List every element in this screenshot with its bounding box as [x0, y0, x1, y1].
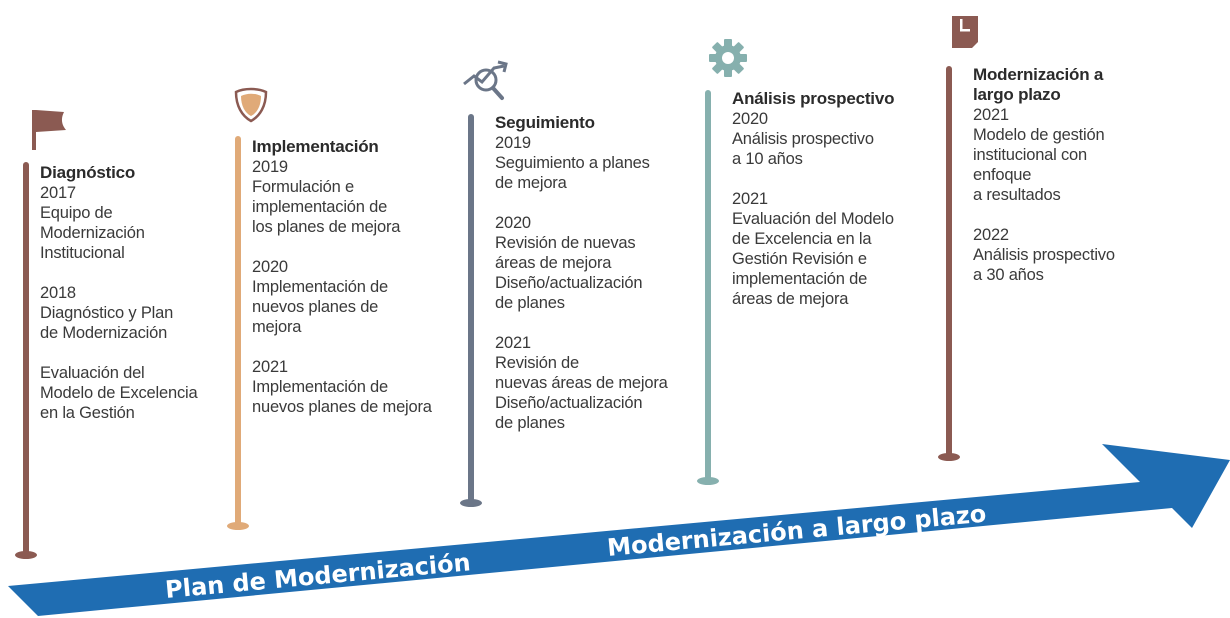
stage-title-line: Seguimiento: [495, 113, 595, 132]
stage-title-line: Análisis prospectivo: [732, 89, 895, 108]
entry-text-line: Evaluación del: [40, 364, 145, 382]
entry-text-line: Gestión Revisión e: [732, 250, 867, 268]
pole-base-modernizacion: [938, 453, 960, 461]
stage-title-line: Implementación: [252, 137, 379, 156]
entry-year: 2021: [732, 190, 768, 208]
magnifier-chart-icon: [463, 60, 508, 100]
entry-text-line: nuevos planes de: [252, 298, 379, 316]
entry-text-line: Revisión de nuevas: [495, 234, 636, 252]
pole-base-diagnostico: [15, 551, 37, 559]
entry-text-line: a resultados: [973, 186, 1061, 204]
entry-text-line: áreas de mejora: [495, 254, 612, 272]
entry-text-line: Revisión de: [495, 354, 580, 372]
entry-text-line: Seguimiento a planes: [495, 154, 650, 172]
entry-text-line: Implementación de: [252, 278, 389, 296]
entry-text-line: Implementación de: [252, 378, 389, 396]
entry-text-line: de planes: [495, 294, 565, 312]
entry-year: 2020: [495, 214, 531, 232]
stage-title: Implementación: [252, 137, 432, 157]
entry-text-line: de mejora: [495, 174, 567, 192]
document-icon: [952, 16, 978, 48]
entry-text-line: Análisis prospectivo: [732, 130, 874, 148]
pole-base-analisis: [697, 477, 719, 485]
entry-text-line: implementación de: [732, 270, 868, 288]
entry-text-line: Análisis prospectivo: [973, 246, 1115, 264]
entry-text-line: Institucional: [40, 244, 125, 262]
entry-text-line: enfoque: [973, 166, 1032, 184]
entry-text-line: mejora: [252, 318, 302, 336]
entry-text-line: áreas de mejora: [732, 290, 849, 308]
entry-year: 2017: [40, 184, 76, 202]
pole-implementacion: [235, 136, 241, 528]
entry-text-line: Modelo de Excelencia: [40, 384, 198, 402]
shield-icon: [234, 87, 268, 123]
stage-title-line: Modernización a: [973, 65, 1104, 84]
entry-year: 2019: [495, 134, 531, 152]
entry-year: 2022: [973, 226, 1009, 244]
stage-title: Seguimiento: [495, 113, 668, 133]
flag-icon: [32, 110, 66, 150]
entry-year: 2019: [252, 158, 288, 176]
entry-text-line: Diseño/actualización: [495, 274, 643, 292]
arrow-body: [8, 444, 1230, 616]
stage-title: Diagnóstico: [40, 163, 197, 183]
entry-text-line: Diseño/actualización: [495, 394, 643, 412]
entry-text-line: a 30 años: [973, 266, 1044, 284]
gear-icon: [709, 39, 747, 77]
entry-text-line: de planes: [495, 414, 565, 432]
entry-year: 2021: [252, 358, 288, 376]
entry-year: 2020: [252, 258, 288, 276]
entry-text-line: nuevos planes de mejora: [252, 398, 432, 416]
entry-text-line: Formulación e: [252, 178, 354, 196]
entry-text-line: Diagnóstico y Plan: [40, 304, 174, 322]
entry-year: 2018: [40, 284, 76, 302]
entry-text-line: nuevas áreas de mejora: [495, 374, 668, 392]
pole-diagnostico: [23, 162, 29, 556]
stage-title-line: Diagnóstico: [40, 163, 136, 182]
entry-text-line: de Excelencia en la: [732, 230, 872, 248]
entry-text-line: Evaluación del Modelo: [732, 210, 894, 228]
entry-text-line: Equipo de: [40, 204, 113, 222]
arrow-label-right: Modernización a largo plazo: [606, 500, 987, 562]
entry-text-line: Modelo de gestión: [973, 126, 1105, 144]
entry-year: 2021: [973, 106, 1009, 124]
arrow-label-left: Plan de Modernización: [164, 548, 472, 604]
stage-title-line: largo plazo: [973, 85, 1061, 104]
pole-analisis: [705, 90, 711, 482]
entry-text-line: a 10 años: [732, 150, 803, 168]
pole-base-implementacion: [227, 522, 249, 530]
pole-seguimiento: [468, 114, 474, 504]
entry-text-line: Modernización: [40, 224, 145, 242]
pole-base-seguimiento: [460, 499, 482, 507]
entry-text-line: de Modernización: [40, 324, 168, 342]
entry-text-line: institucional con: [973, 146, 1088, 164]
entry-year: 2021: [495, 334, 531, 352]
entry-text-line: en la Gestión: [40, 404, 135, 422]
entry-year: 2020: [732, 110, 768, 128]
entry-text-line: implementación de: [252, 198, 388, 216]
stage-title: Análisis prospectivo: [732, 89, 894, 109]
pole-modernizacion: [946, 66, 952, 458]
entry-text-line: los planes de mejora: [252, 218, 401, 236]
